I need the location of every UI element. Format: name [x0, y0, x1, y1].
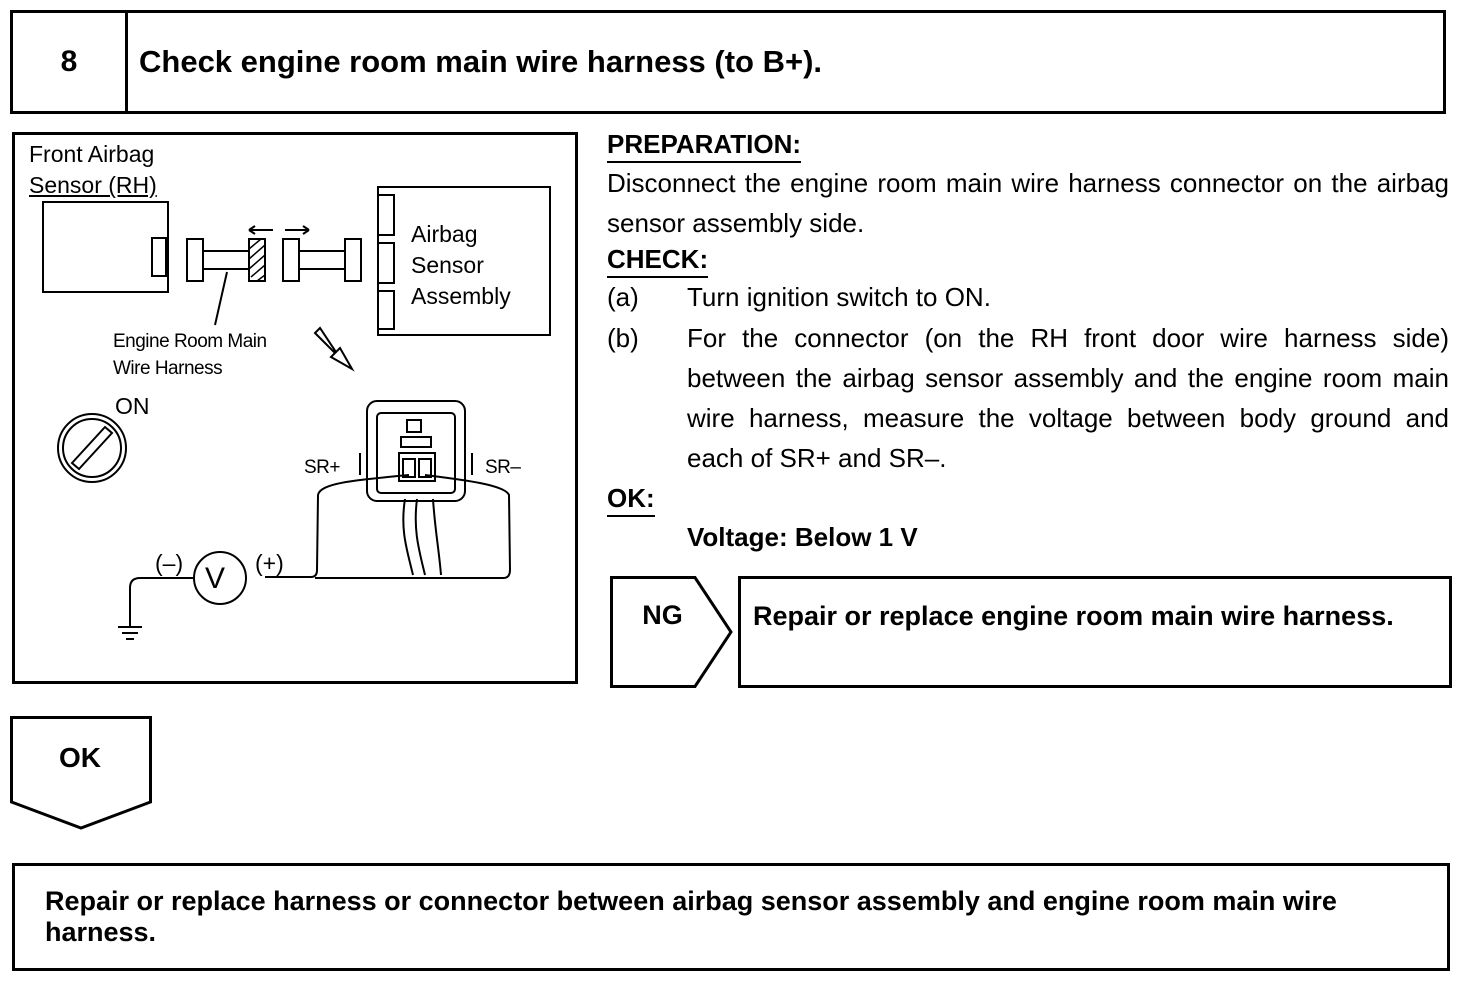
check-step: (b) For the connector (on the RH front d…	[607, 319, 1449, 478]
front-sensor-connector	[151, 237, 167, 277]
instructions: PREPARATION: Disconnect the engine room …	[607, 128, 1449, 559]
ok-value: Voltage: Below 1 V	[687, 521, 918, 552]
harness-connector-left	[186, 238, 204, 282]
ignition-on-label: ON	[115, 393, 150, 419]
preparation-heading: PREPARATION:	[607, 128, 802, 163]
ground-symbol	[118, 626, 142, 640]
check-heading: CHECK:	[607, 243, 709, 278]
ng-label: NG	[642, 600, 683, 630]
step-number: 8	[13, 13, 128, 111]
ok-tag-shape	[10, 716, 152, 830]
harness-connector-right	[248, 238, 266, 282]
sr-plus-label: SR+	[304, 457, 341, 478]
check-step: (a) Turn ignition switch to ON.	[607, 278, 1449, 318]
ok-label: OK	[59, 742, 101, 773]
front-sensor-label-line2: Sensor (RH)	[29, 172, 157, 198]
voltmeter-symbol: V	[205, 562, 226, 595]
harness-label-line1: Engine Room Main	[113, 331, 267, 352]
step-title: Check engine room main wire harness (to …	[139, 44, 823, 79]
airbag-assembly-line1: Airbag	[411, 221, 478, 247]
step-header: 8 Check engine room main wire harness (t…	[10, 10, 1446, 114]
ng-tag-shape	[610, 576, 733, 688]
ok-heading: OK:	[607, 482, 655, 517]
meter-minus-label: (–)	[155, 550, 184, 576]
ok-result-text: Repair or replace harness or connector b…	[45, 886, 1337, 948]
airbag-assembly-line2: Sensor	[411, 252, 484, 278]
wiring-diagram-drawing	[42, 186, 551, 640]
ng-result-text: Repair or replace engine room main wire …	[753, 601, 1394, 631]
preparation-text: Disconnect the engine room main wire har…	[607, 167, 1449, 238]
meter-plus-label: (+)	[255, 550, 284, 576]
mating-connector-right	[344, 238, 362, 282]
airbag-assembly-line3: Assembly	[411, 283, 511, 309]
step-letter: (b)	[607, 323, 639, 354]
harness-label-line2: Wire Harness	[113, 358, 223, 379]
mating-connector-left	[282, 238, 300, 282]
front-sensor-body	[42, 201, 169, 293]
sr-minus-label: SR–	[485, 457, 521, 478]
front-sensor-label-line1: Front Airbag	[29, 141, 155, 167]
view-arrow	[313, 326, 355, 372]
ignition-switch	[57, 413, 127, 483]
ng-result-box: Repair or replace engine room main wire …	[738, 576, 1452, 688]
ok-result-box: Repair or replace harness or connector b…	[12, 863, 1450, 971]
step-text: For the connector (on the RH front door …	[687, 323, 1449, 473]
wiring-diagram: Front Airbag Sensor (RH) Airbag Sensor A…	[12, 132, 578, 684]
step-letter: (a)	[607, 281, 639, 312]
step-text: Turn ignition switch to ON.	[687, 281, 991, 312]
connector-closeup	[366, 400, 466, 502]
